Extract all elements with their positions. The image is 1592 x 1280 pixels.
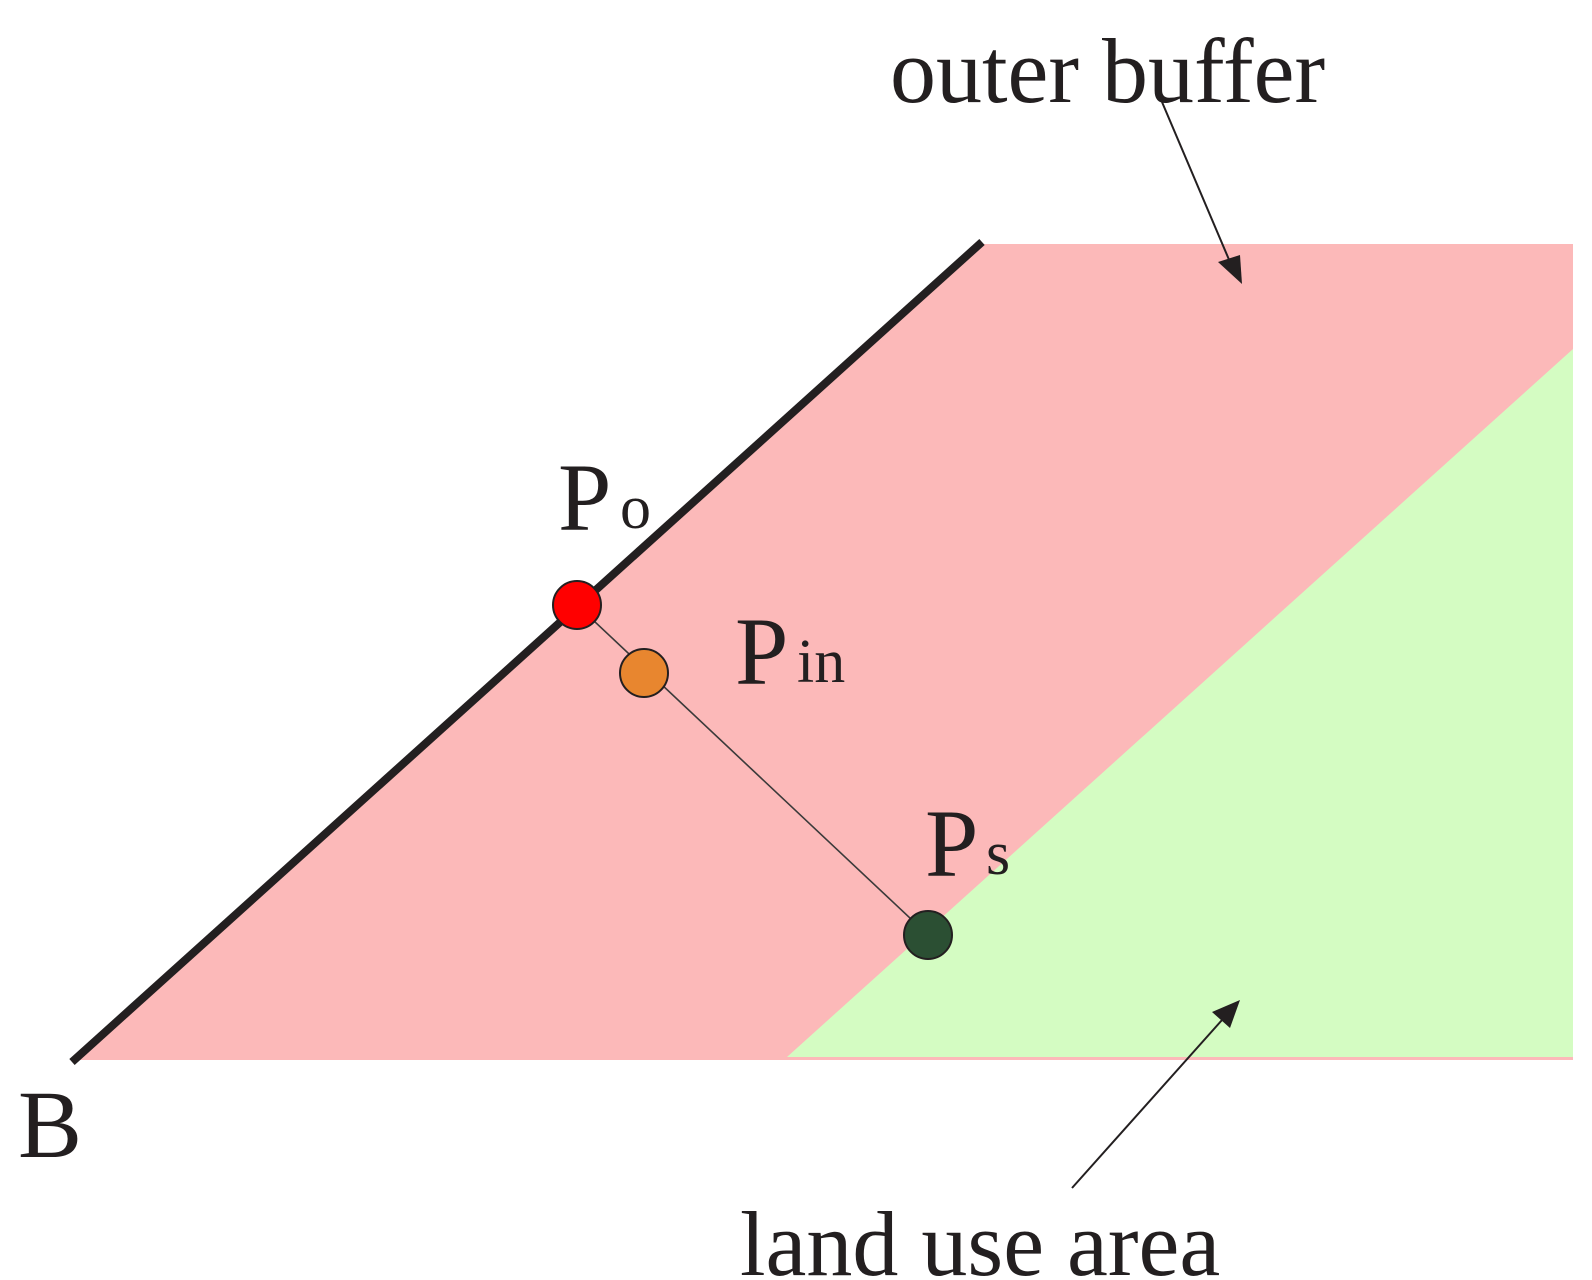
- point-inner-label-main: P: [735, 598, 788, 705]
- point-inner-marker: [619, 648, 669, 698]
- point-surface-label-sub: s: [986, 820, 1010, 888]
- point-outer-label: P o: [558, 444, 651, 551]
- point-surface-label: P s: [925, 790, 1010, 897]
- point-inner-label-sub: in: [797, 628, 845, 696]
- outer-buffer-arrow: [1161, 101, 1242, 284]
- land-use-area-label: land use area: [740, 1193, 1220, 1280]
- point-outer-label-sub: o: [620, 474, 651, 542]
- boundary-line: [69, 239, 985, 1065]
- land-use-arrow: [1071, 1000, 1240, 1189]
- point-outer-label-main: P: [558, 444, 611, 551]
- boundary-label: B: [18, 1071, 82, 1178]
- point-surface-marker: [903, 910, 953, 960]
- outer-buffer-label: outer buffer: [890, 20, 1325, 122]
- point-inner-label: P in: [735, 598, 845, 705]
- land-use-region: [787, 349, 1573, 1057]
- point-surface-label-main: P: [925, 790, 978, 897]
- point-outer-marker: [552, 580, 602, 630]
